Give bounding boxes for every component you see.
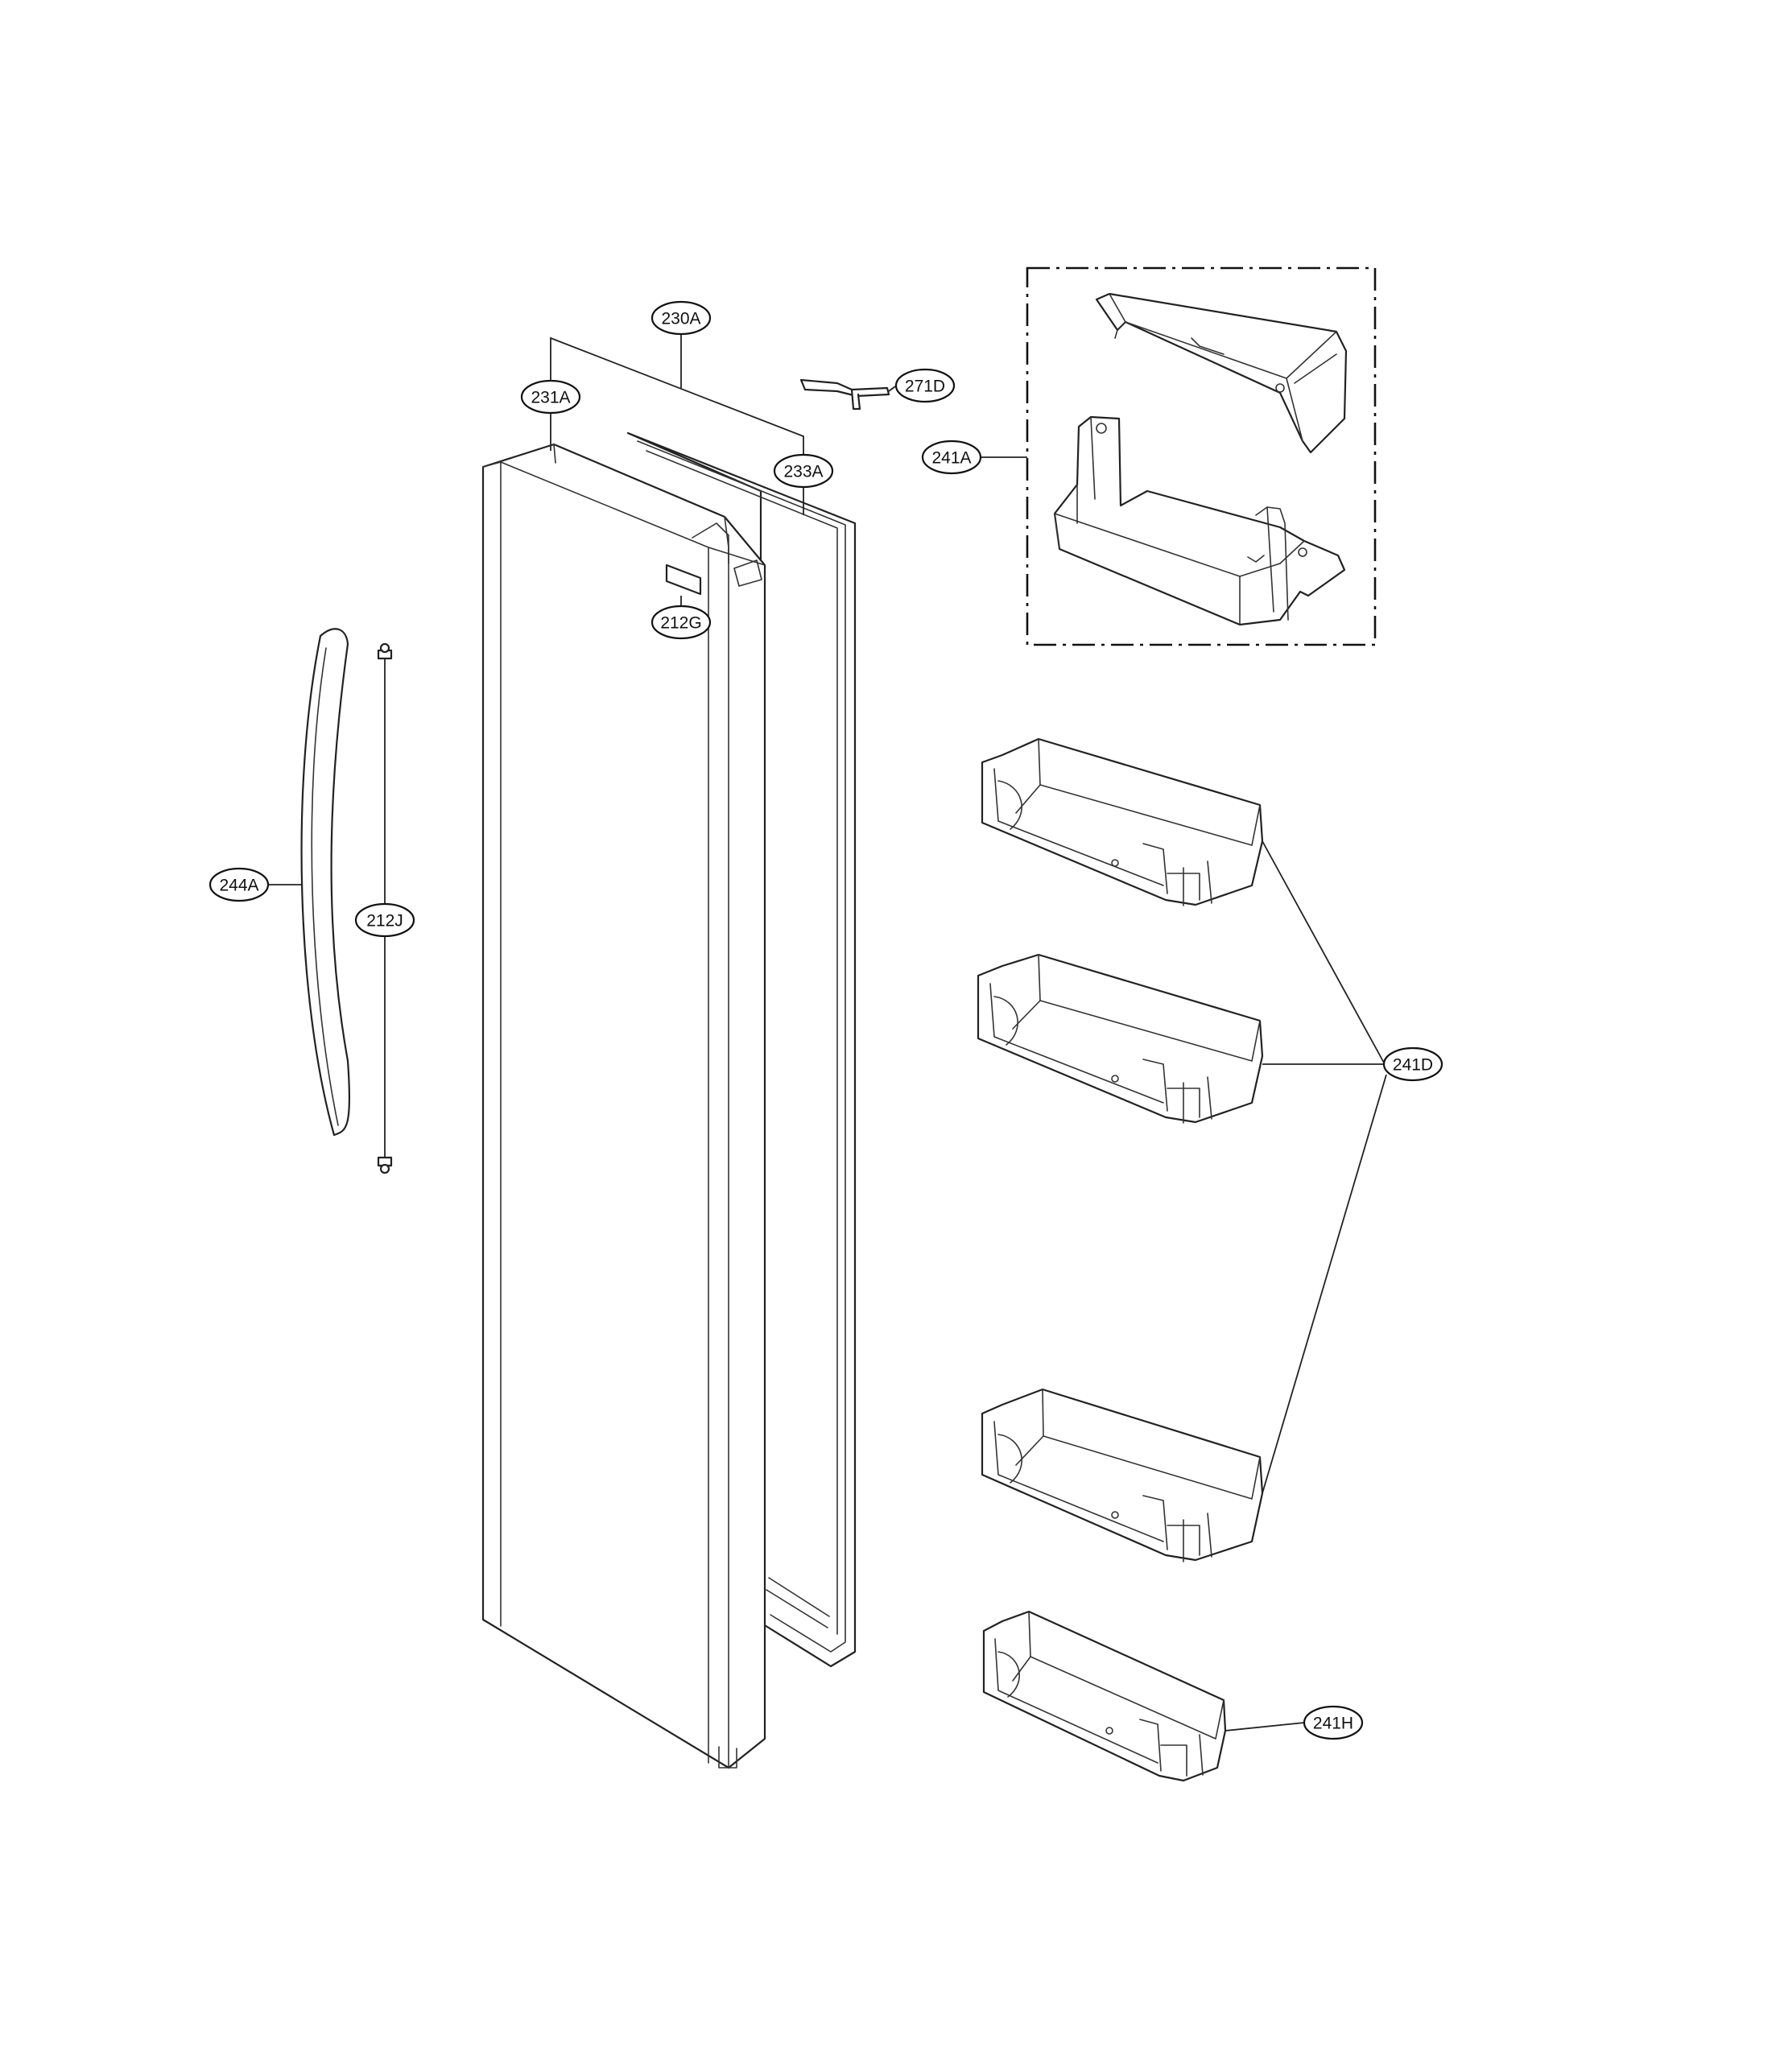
leader-lines bbox=[268, 333, 1387, 1731]
callout-233A-label: 233A bbox=[783, 463, 823, 481]
callout-212J: 212J bbox=[354, 902, 415, 938]
door-gasket bbox=[626, 431, 857, 1668]
door-bin-2 bbox=[977, 953, 1264, 1124]
door-panel bbox=[481, 443, 766, 1769]
callout-241H-label: 241H bbox=[1313, 1715, 1353, 1733]
callout-230A-label: 230A bbox=[661, 310, 700, 328]
bin-assembly-group bbox=[1026, 266, 1377, 646]
hinge-bracket bbox=[799, 378, 890, 411]
callout-244A-label: 244A bbox=[219, 877, 258, 895]
callout-244A: 244A bbox=[209, 867, 270, 902]
door-bin-small bbox=[982, 1610, 1227, 1782]
door-bin-3 bbox=[981, 1388, 1264, 1562]
callout-212G: 212G bbox=[650, 605, 712, 640]
callout-241D-label: 241D bbox=[1393, 1056, 1433, 1075]
callout-212J-label: 212J bbox=[366, 912, 403, 931]
callout-241D: 241D bbox=[1382, 1046, 1443, 1082]
door-handle bbox=[300, 628, 351, 1137]
door-bin-1 bbox=[981, 737, 1264, 906]
callout-241A-label: 241A bbox=[931, 449, 971, 468]
callout-233A: 233A bbox=[773, 453, 834, 489]
callout-241H: 241H bbox=[1303, 1705, 1364, 1740]
callout-231A-label: 231A bbox=[531, 389, 570, 407]
callout-241A: 241A bbox=[921, 440, 982, 475]
callout-230A: 230A bbox=[650, 300, 712, 336]
callout-271D-label: 271D bbox=[905, 378, 945, 396]
callout-231A: 231A bbox=[520, 379, 581, 415]
callout-212G-label: 212G bbox=[660, 614, 701, 633]
callout-271D: 271D bbox=[894, 368, 956, 403]
